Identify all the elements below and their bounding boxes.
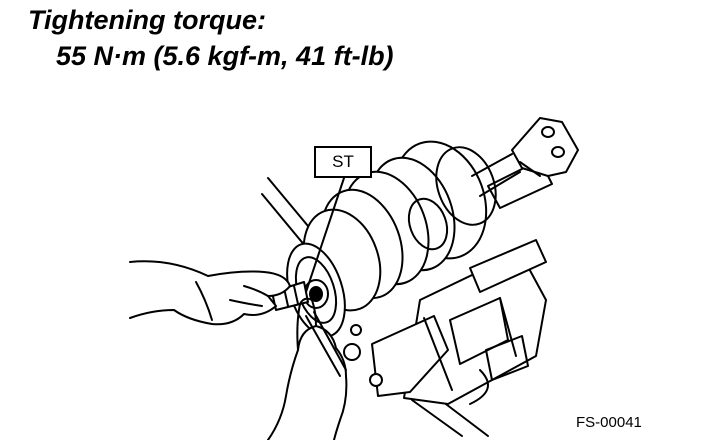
st-leader-line — [305, 177, 345, 293]
strut-lower-body — [343, 239, 547, 405]
torque-spec: 55 N·m (5.6 kgf-m, 41 ft-lb) — [56, 41, 394, 71]
technician-hand-top — [129, 260, 291, 326]
strut-upper-bracket — [487, 117, 579, 209]
heading-title: Tightening torque: — [28, 5, 266, 35]
technician-hand-bottom — [267, 297, 348, 440]
figure-code: FS-00041 — [576, 414, 642, 431]
st-callout-label: ST — [314, 146, 372, 178]
